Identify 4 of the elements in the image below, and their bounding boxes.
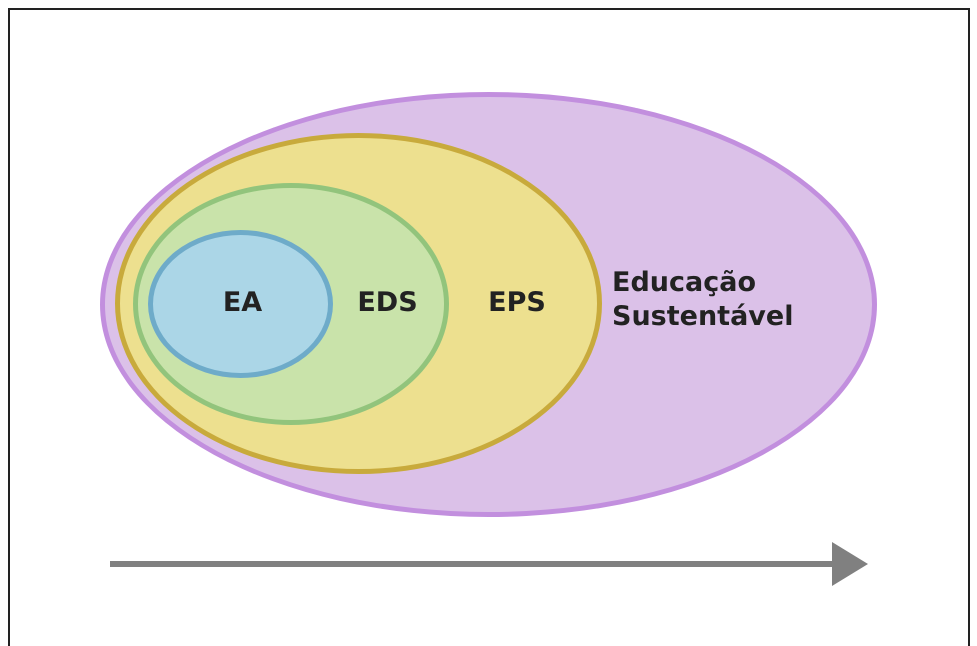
ellipse-label: Educação Sustentável <box>612 266 794 334</box>
ellipse-label: EPS <box>488 286 546 320</box>
ellipse-label: EA <box>222 286 262 320</box>
ellipse-label: EDS <box>357 286 418 320</box>
